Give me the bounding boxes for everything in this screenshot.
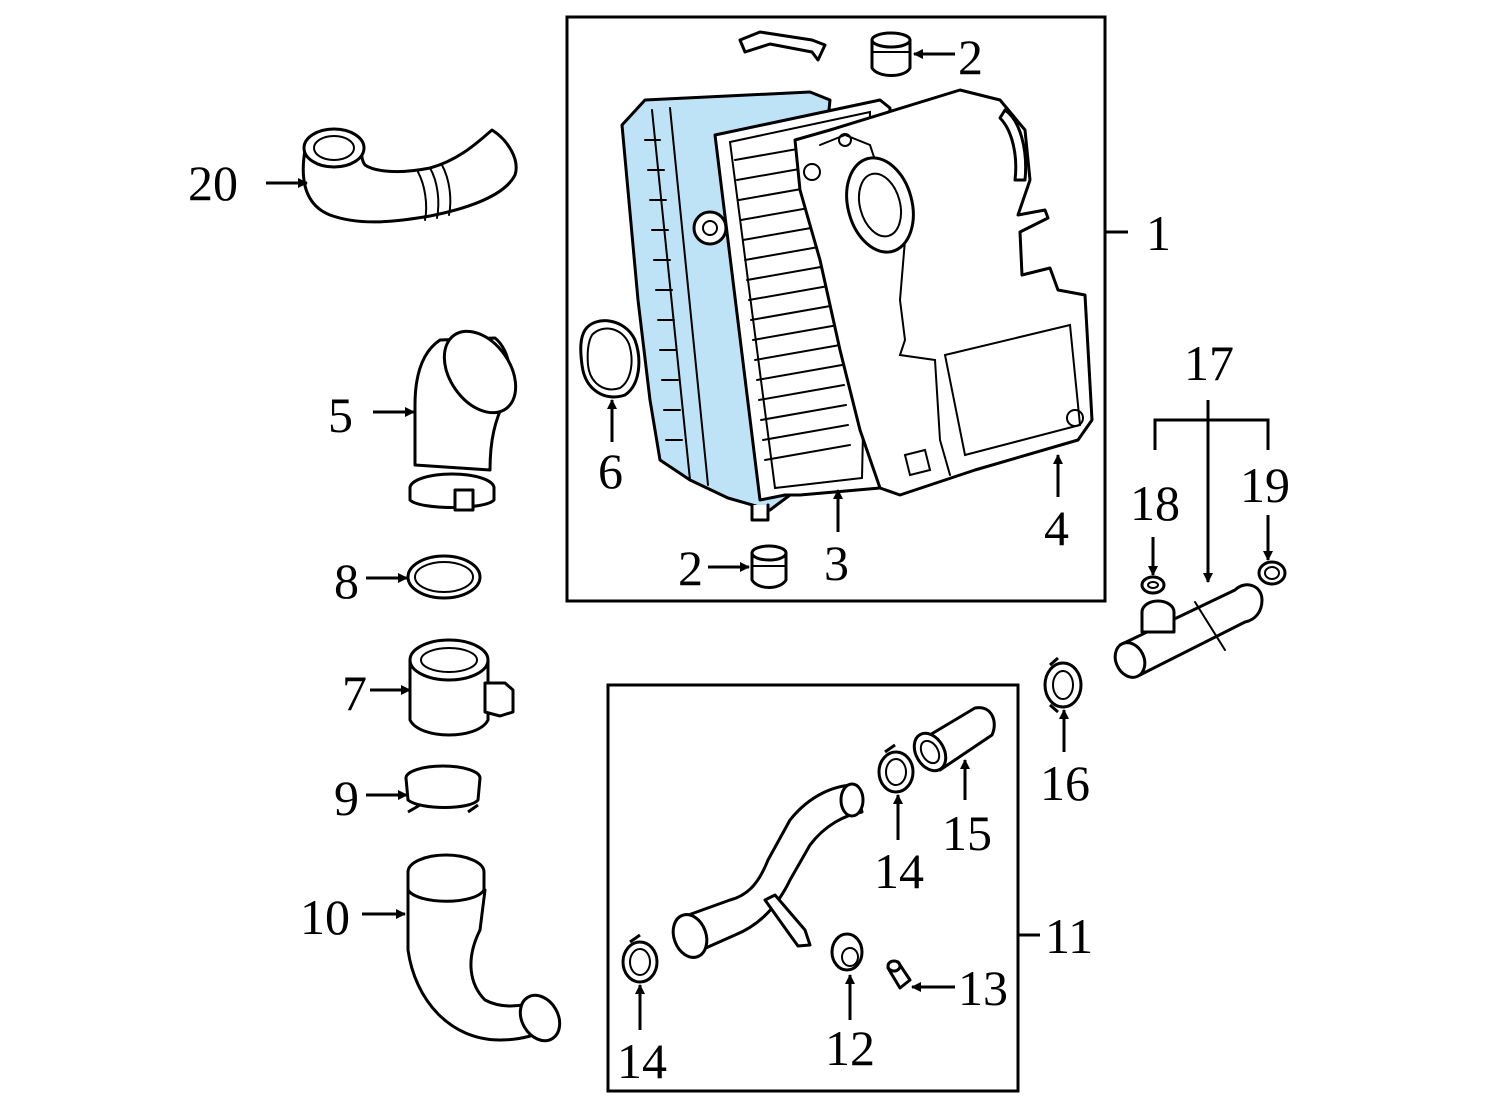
part-13-pin — [886, 959, 912, 990]
part-12-grommet — [830, 932, 864, 972]
part-11-tube — [671, 782, 865, 959]
callout-12: 12 — [825, 1020, 875, 1076]
callout-7: 7 — [342, 665, 367, 721]
callout-6: 6 — [598, 443, 623, 499]
part-7-mass-air-flow-sensor — [408, 638, 515, 737]
callout-13: 13 — [958, 960, 1008, 1016]
part-bracket — [738, 30, 827, 62]
callout-14-lower: 14 — [617, 1033, 667, 1089]
callout-14-upper: 14 — [874, 843, 924, 899]
part-20-hose — [301, 127, 518, 224]
callout-19: 19 — [1240, 457, 1290, 513]
callout-16: 16 — [1040, 755, 1090, 811]
arrows — [266, 49, 1273, 1030]
part-9-clamp — [404, 764, 482, 814]
part-2-grommet-bottom — [750, 544, 788, 589]
part-6-gasket — [579, 319, 641, 399]
assembly-box-1 — [565, 15, 1107, 603]
part-19-ring — [1257, 560, 1287, 586]
callout-3: 3 — [824, 535, 849, 591]
part-5-elbow — [408, 329, 518, 512]
part-18-seal — [1140, 575, 1166, 595]
part-16-clamp — [1043, 656, 1083, 714]
callout-4: 4 — [1044, 500, 1069, 556]
callout-15: 15 — [942, 805, 992, 861]
callout-9: 9 — [334, 770, 359, 826]
part-8-ring — [406, 554, 482, 600]
callout-11: 11 — [1045, 908, 1093, 964]
part-17-pipe — [1113, 583, 1264, 679]
callout-17: 17 — [1184, 335, 1234, 391]
callout-20: 20 — [188, 155, 238, 211]
callout-5: 5 — [328, 387, 353, 443]
callout-8: 8 — [334, 553, 359, 609]
part-10-hose — [406, 853, 562, 1043]
part-15-sleeve — [912, 706, 996, 773]
bracket-17 — [1153, 400, 1270, 583]
part-1-upper-housing — [793, 88, 1094, 497]
callout-1: 1 — [1146, 205, 1171, 261]
part-14-clamp-upper — [877, 743, 915, 794]
callout-2-bottom: 2 — [678, 540, 703, 596]
part-14-clamp-lower — [621, 933, 659, 984]
assembly-box-11 — [606, 683, 1020, 1093]
callout-2-top: 2 — [958, 29, 983, 85]
callout-18: 18 — [1130, 475, 1180, 531]
callout-10: 10 — [300, 889, 350, 945]
part-2-grommet-top — [870, 31, 912, 77]
